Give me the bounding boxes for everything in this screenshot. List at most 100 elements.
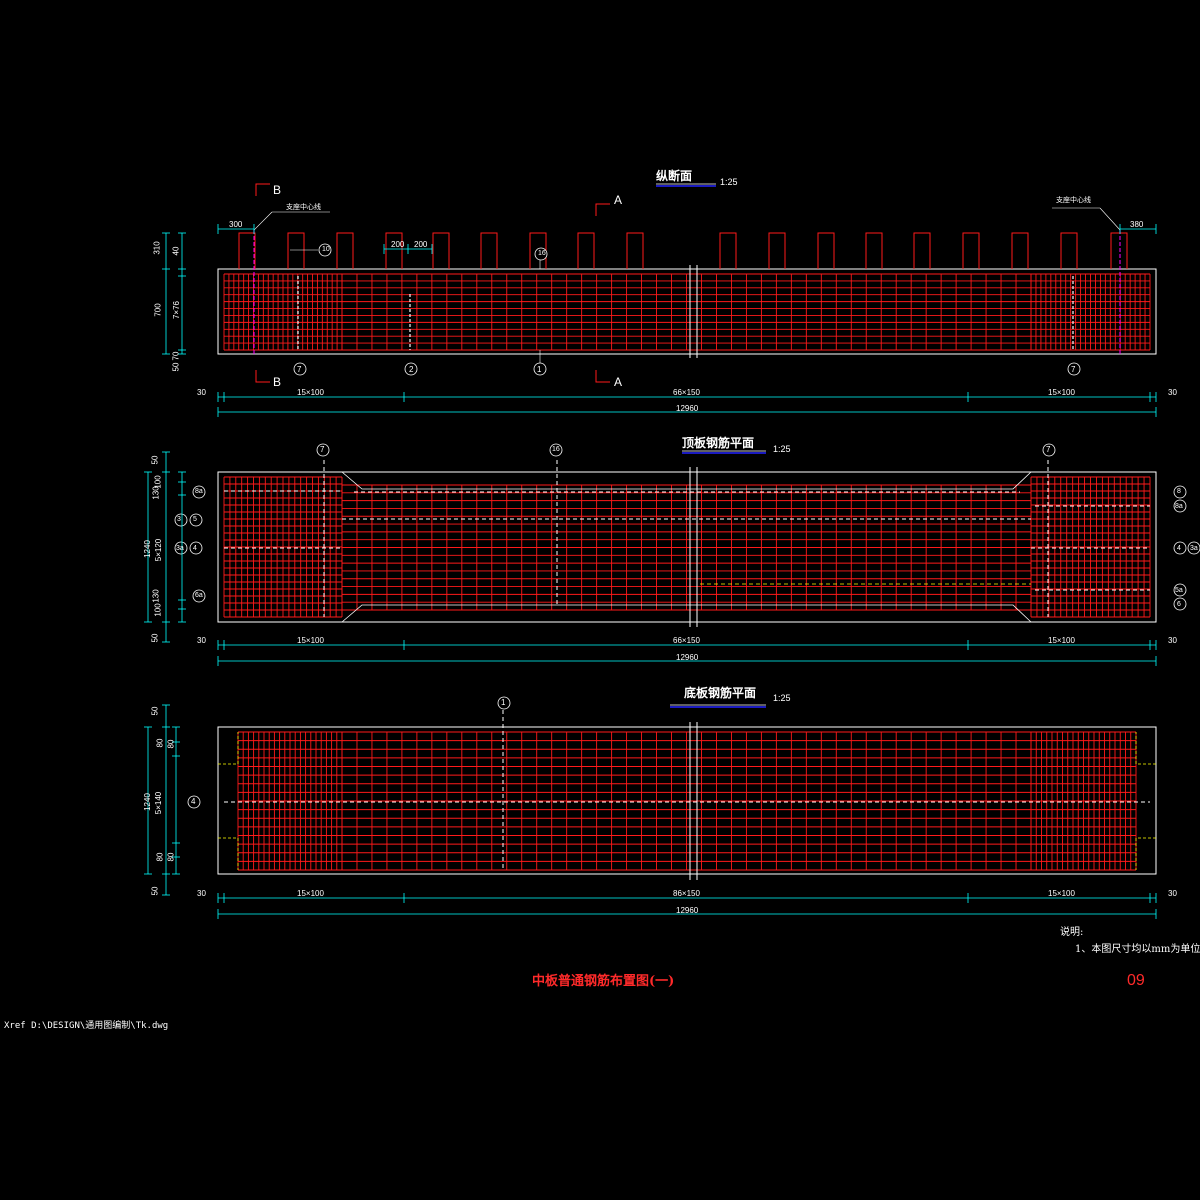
circle-5a-right: [1173, 583, 1187, 597]
top-chamfer-top: [341, 471, 1032, 490]
long-dim-bottom-15x100-left: 15×100: [297, 388, 324, 397]
bottom-plan-outline: [217, 726, 1157, 875]
top-dim-130-bottom: 130: [151, 589, 161, 603]
stirrup: [1110, 232, 1128, 269]
bot-dim-50-top: 50: [150, 706, 160, 716]
circle-3-left: [174, 513, 188, 527]
xref-path: Xref D:\DESIGN\通用图编制\Tk.dwg: [4, 1021, 169, 1031]
circle-8a-left: [192, 485, 206, 499]
top-stirrup-loop: [768, 232, 786, 269]
bot-left-dim-inner: [172, 726, 180, 875]
top-chamfer-bottom: [341, 604, 1032, 623]
bot-notch-br: [1135, 837, 1156, 870]
mark-7-top-right: 7: [1046, 445, 1051, 454]
top-plan-title: 顶板钢筋平面: [682, 436, 755, 450]
circle-7-left: [293, 362, 307, 376]
circle-1-bot: [497, 696, 511, 710]
stirrup: [962, 232, 980, 269]
mark-16-long: 16: [538, 250, 546, 257]
top-stirrup-loop: [1110, 232, 1128, 269]
top-left-dim-inner: [178, 471, 186, 623]
top-dim-50-bottom: 50: [150, 633, 160, 643]
notes-line-1: 1、本图尺寸均以mm为单位。: [1075, 944, 1200, 955]
bottom-plan-title: 底板钢筋平面: [684, 686, 757, 700]
circle-1: [533, 362, 547, 376]
top-stirrup-loop: [385, 232, 403, 269]
sheet-title: 中板普通钢筋布置图(一): [532, 974, 675, 989]
mark-1-bottom-plan: 1: [501, 698, 506, 707]
top-dim-100-bottom: 100: [153, 603, 163, 617]
top-dim-1240: 1240: [142, 540, 152, 558]
bot-dim-80-top-b: 80: [166, 739, 176, 749]
long-right-dense-grid: [1030, 273, 1151, 351]
top-stirrup-loop: [238, 232, 256, 269]
mark-3a-left: 3a: [176, 545, 184, 552]
section-mark-a-bottom: A: [614, 375, 623, 389]
long-dim-700: 700: [153, 303, 163, 317]
long-dim-bottom-30-left: 30: [197, 388, 206, 397]
long-dim-bottom-66x150: 66×150: [673, 388, 700, 397]
stirrup: [768, 232, 786, 269]
top-dim-50-top: 50: [150, 455, 160, 465]
mark-4-bottom-plan: 4: [191, 797, 196, 806]
stirrup: [432, 232, 450, 269]
top-stirrup-loop: [432, 232, 450, 269]
section-mark-a-top: A: [614, 193, 623, 207]
bot-dim-bottom-30-left: 30: [197, 889, 206, 898]
mark-4-right: 4: [1177, 545, 1181, 552]
top-total-dim: [217, 656, 1157, 666]
longitudinal-title: 纵断面: [656, 169, 693, 183]
circle-7-right: [1067, 362, 1081, 376]
circle-4-right: [1173, 541, 1187, 555]
top-stirrup-loop: [577, 232, 595, 269]
long-dim-70: 70: [171, 351, 181, 361]
mark-7-long-right: 7: [1071, 365, 1076, 374]
circle-4-left: [189, 541, 203, 555]
circle-2: [404, 362, 418, 376]
long-bottom-dim-chain: [217, 392, 1157, 402]
top-stirrup-loop: [1011, 232, 1029, 269]
bot-left-dim-outer: [144, 726, 152, 875]
mark-5a-right: 5a: [1175, 587, 1183, 594]
long-left-dim-inner: [178, 232, 186, 355]
bottom-slab-plan-view: [187, 696, 1157, 880]
top-dim-bottom-30-left: 30: [197, 636, 206, 645]
longitudinal-section-view: [217, 183, 1157, 383]
circle-5-left: [189, 513, 203, 527]
mark-7-top-left: 7: [320, 445, 325, 454]
mark-6a-left: 6a: [195, 592, 203, 599]
circle-7-top-left: [316, 443, 330, 457]
bot-left-dense-grid: [237, 731, 343, 871]
bearing-centerline-label-left: 支座中心线: [286, 204, 321, 211]
bot-dim-80-bottom-b: 80: [166, 852, 176, 862]
top-right-dense-grid: [1030, 476, 1151, 618]
mark-7-long-left: 7: [297, 365, 302, 374]
long-left-dense-grid: [223, 273, 343, 351]
circle-6-right: [1173, 597, 1187, 611]
top-bottom-dim-chain: [217, 640, 1157, 650]
section-a-bottom-line: [595, 370, 610, 383]
top-middle-grid: [341, 484, 1032, 611]
bot-bottom-dim-chain: [217, 893, 1157, 903]
mark-2-long: 2: [409, 365, 414, 374]
bot-dim-bottom-15x100-left: 15×100: [297, 889, 324, 898]
long-dim-7x76: 7×76: [172, 300, 182, 320]
top-stirrup-loop: [719, 232, 737, 269]
section-mark-b-bottom: B: [273, 375, 282, 389]
top-dim-100-top: 100: [153, 475, 163, 489]
bearing-centerline-label-right: 支座中心线: [1056, 197, 1091, 204]
top-left-dim-outer: [144, 471, 152, 623]
long-outline: [217, 268, 1157, 355]
bot-dim-5x140: 5×140: [154, 791, 164, 815]
top-dim-bottom-15x100-right: 15×100: [1048, 636, 1075, 645]
circle-8-right: [1173, 485, 1187, 499]
long-dim-bottom-15x100-right: 15×100: [1048, 388, 1075, 397]
long-dim-bottom-30-right: 30: [1168, 388, 1177, 397]
section-a-top-line: [595, 203, 610, 216]
stirrup: [480, 232, 498, 269]
circle-4-bot: [187, 795, 201, 809]
long-dim-total: 12960: [676, 404, 699, 413]
top-dim-bottom-30-right: 30: [1168, 636, 1177, 645]
top-left-dim-mid: [162, 451, 170, 643]
